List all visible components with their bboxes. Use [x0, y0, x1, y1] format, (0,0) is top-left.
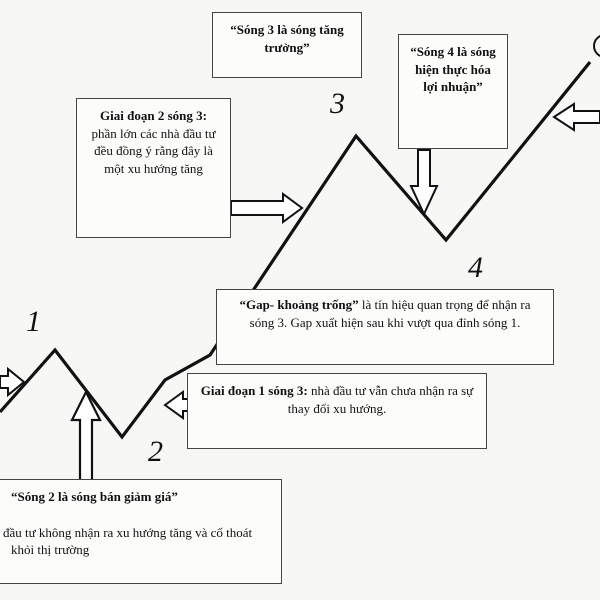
- gap-text: là tín hiệu quan trọng để nhận ra sóng 3…: [249, 297, 531, 330]
- stage1-box: Giai đoạn 1 sóng 3: nhà đầu tư vẫn chưa …: [187, 373, 487, 449]
- arrow-right-icon: [230, 192, 304, 224]
- arrow-right-icon: [0, 366, 26, 398]
- wave-line: [0, 60, 592, 440]
- wave-3-label: 3: [330, 87, 345, 120]
- wave3-growth-box: “Sóng 3 là sóng tăng trưởng”: [212, 12, 362, 78]
- arrow-left-icon: [552, 102, 600, 132]
- wave-5-circle: [593, 35, 600, 57]
- wave-2-label: 2: [148, 435, 163, 468]
- gap-box: “Gap- khoảng trống” là tín hiệu quan trọ…: [216, 289, 554, 365]
- wave4-profit-box: “Sóng 4 là sóng hiện thực hóa lợi nhuận”: [398, 34, 508, 149]
- stage1-text: nhà đầu tư vẫn chưa nhận ra sự thay đổi …: [287, 383, 474, 416]
- arrow-up-icon: [70, 389, 102, 486]
- wave2-text: đầu tư không nhận ra xu hướng tăng và cố…: [3, 524, 253, 558]
- wave-4-label: 4: [468, 251, 483, 284]
- wave2-box: “Sóng 2 là sóng bán giảm giá” đầu tư khô…: [0, 479, 282, 584]
- stage2-box: Giai đoạn 2 sóng 3: phần lớn các nhà đầu…: [76, 98, 231, 238]
- wave3-growth-text: “Sóng 3 là sóng tăng trưởng”: [230, 22, 344, 55]
- arrow-down-icon: [409, 149, 439, 217]
- stage2-title: Giai đoạn 2 sóng 3:: [100, 108, 207, 123]
- wave2-title: “Sóng 2 là sóng bán giảm giá”: [11, 489, 178, 504]
- gap-title: “Gap- khoảng trống”: [239, 297, 359, 312]
- wave4-profit-text: “Sóng 4 là sóng hiện thực hóa lợi nhuận”: [410, 44, 496, 95]
- stage2-text: phần lớn các nhà đầu tư đều đồng ý rằng …: [91, 125, 216, 176]
- stage1-title: Giai đoạn 1 sóng 3:: [200, 383, 308, 398]
- wave-1-label: 1: [26, 305, 41, 338]
